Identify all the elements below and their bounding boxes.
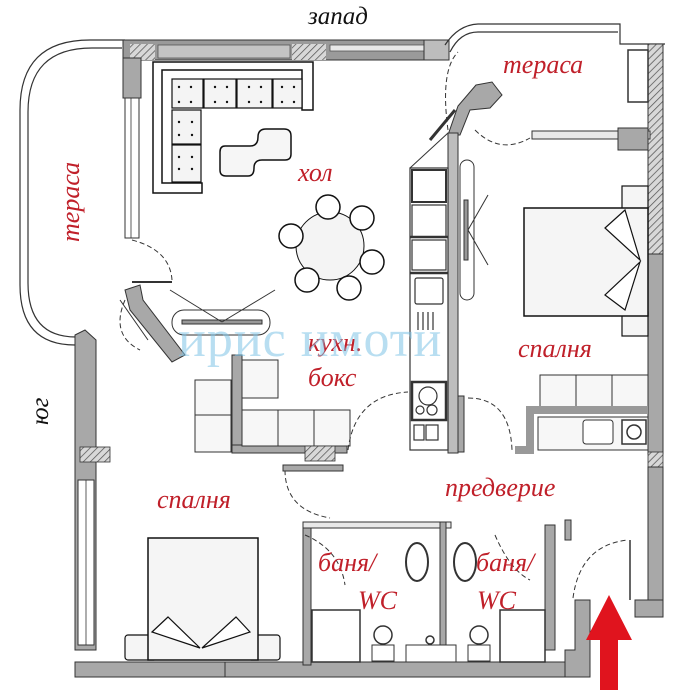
bathrooms-block [302, 519, 572, 666]
left-wall-bedroom [74, 329, 111, 651]
right-wall [634, 43, 664, 618]
room-label-bath1-2: WC [358, 586, 397, 615]
room-label-living: хол [298, 158, 333, 187]
room-label-bath2-2: WC [477, 586, 516, 615]
dining-table [278, 194, 385, 301]
watermark: ирис имоти [178, 311, 443, 368]
corner-sofa [152, 61, 314, 194]
tv-unit [459, 159, 489, 301]
top-wall [122, 39, 450, 61]
room-label-bedroom-right: спалня [518, 334, 592, 363]
door-swing-entrance [572, 539, 629, 599]
bed-right [523, 185, 649, 337]
living-partition [194, 354, 351, 462]
room-label-bath1-1: баня/ [318, 548, 377, 577]
terrace-right-cabinet [627, 49, 649, 103]
left-wall-living [122, 57, 142, 239]
door-swing-terrace-left [131, 239, 173, 281]
door-swing-living [347, 391, 409, 451]
terrace-left-outline [19, 39, 125, 346]
bed-left [124, 537, 281, 661]
coffee-table [219, 128, 292, 177]
room-label-terrace-right: тераса [503, 50, 584, 79]
room-label-kitchen-2: бокс [308, 363, 357, 392]
room-label-bath2-1: баня/ [476, 548, 535, 577]
angled-wall-terrace-right [428, 51, 531, 146]
room-label-kitchen-1: кухн. [308, 328, 363, 357]
bottom-wall [74, 599, 591, 678]
living-tv-unit [169, 289, 276, 336]
direction-label-south: юг [27, 397, 54, 425]
room-label-terrace-left: тераса [56, 161, 85, 242]
door-swing-bedroom-right [467, 397, 513, 451]
bedroom-right-top-wall [531, 127, 651, 151]
room-label-bedroom-left: спалня [157, 485, 231, 514]
room-label-hallway: предверие [445, 473, 556, 502]
angled-wall-living [119, 284, 186, 363]
door-swing-bedroom-left [284, 469, 331, 519]
kitchen-counter [409, 167, 449, 451]
entrance-arrow-icon [586, 595, 632, 690]
direction-label-west: запад [308, 3, 368, 30]
terrace-right-outline [444, 23, 665, 53]
wardrobe-right [515, 374, 649, 454]
